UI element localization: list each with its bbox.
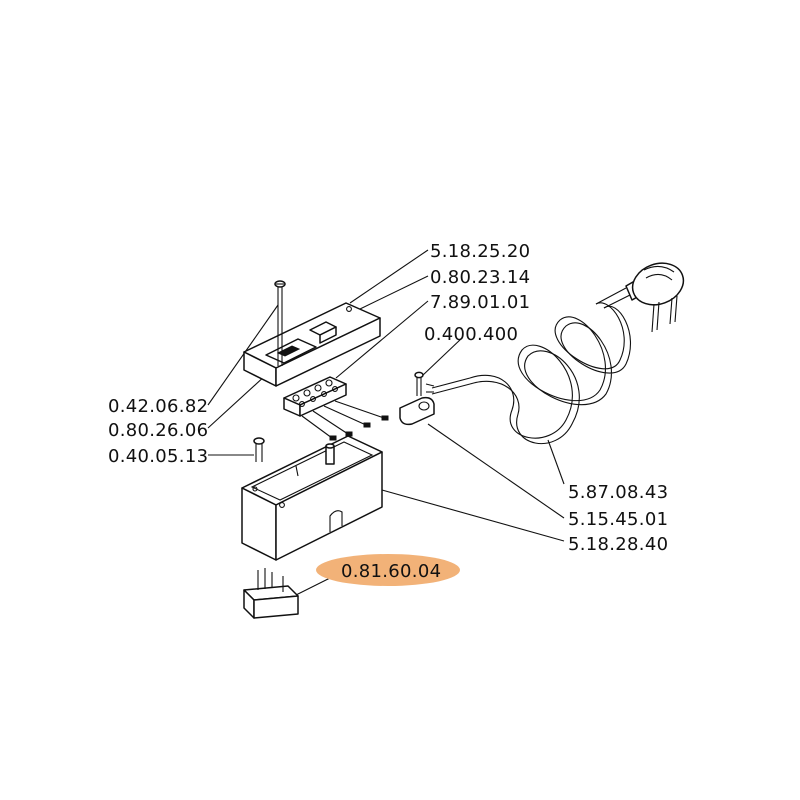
part-label-0-81-60-04-highlighted[interactable]: 0.81.60.04 [341,561,441,582]
part-label-0-40-05-13[interactable]: 0.40.05.13 [108,446,208,467]
part-label-0-80-26-06[interactable]: 0.80.26.06 [108,420,208,441]
highlight-ellipse [316,554,460,586]
long-screw-part [274,280,286,366]
part-label-5-18-25-20[interactable]: 5.18.25.20 [430,241,530,262]
short-screw-part [253,437,265,462]
part-label-0-80-23-14[interactable]: 0.80.23.14 [430,267,530,288]
housing-box-part [241,435,383,561]
part-labels: 5.18.25.20 0.80.23.14 7.89.01.01 0.400.4… [108,241,668,582]
part-label-5-87-08-43[interactable]: 5.87.08.43 [568,482,668,503]
part-label-0-42-06-82[interactable]: 0.42.06.82 [108,396,208,417]
highlighted-component-part [243,568,299,619]
part-label-5-15-45-01[interactable]: 5.15.45.01 [568,509,668,530]
terminal-block-part [283,376,389,441]
part-label-0-400-400[interactable]: 0.400.400 [424,324,518,345]
power-plug-part [625,262,685,333]
indicator-lamp [309,321,337,344]
part-label-5-18-28-40[interactable]: 5.18.28.40 [568,534,668,555]
switch-cover-part [243,302,381,387]
part-label-7-89-01-01[interactable]: 7.89.01.01 [430,292,530,313]
power-cord-part [425,287,633,445]
cable-clamp-part [399,371,435,426]
